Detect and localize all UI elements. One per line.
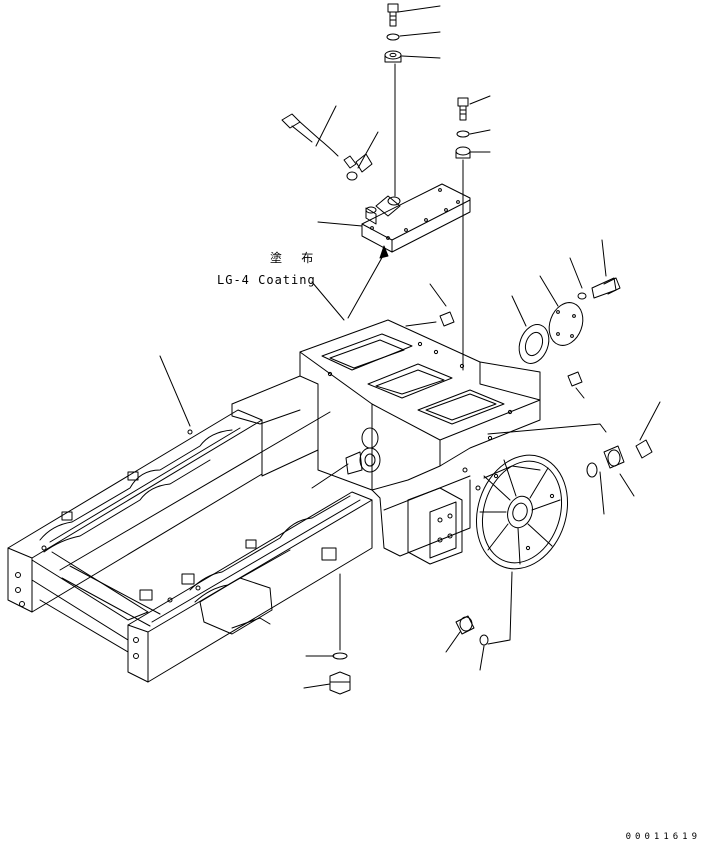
small-plugs	[329, 311, 653, 695]
sensor-harness	[281, 113, 373, 181]
bolt-stack-lower	[455, 97, 471, 371]
main-frame	[7, 409, 373, 683]
coating-note-en: LG-4 Coating	[217, 273, 316, 287]
coating-note-cjk: 塗 布	[270, 251, 320, 265]
bolt-stack-upper	[384, 3, 402, 197]
top-cover-plate	[361, 183, 471, 253]
drawing-number: 00011619	[625, 832, 701, 842]
arrowhead-icon	[379, 245, 389, 259]
leader-lines	[159, 5, 661, 689]
transmission-housing	[231, 319, 541, 557]
gasket-and-cover	[518, 277, 621, 364]
final-drive-hub	[475, 454, 569, 570]
side-cover-box	[407, 487, 463, 565]
